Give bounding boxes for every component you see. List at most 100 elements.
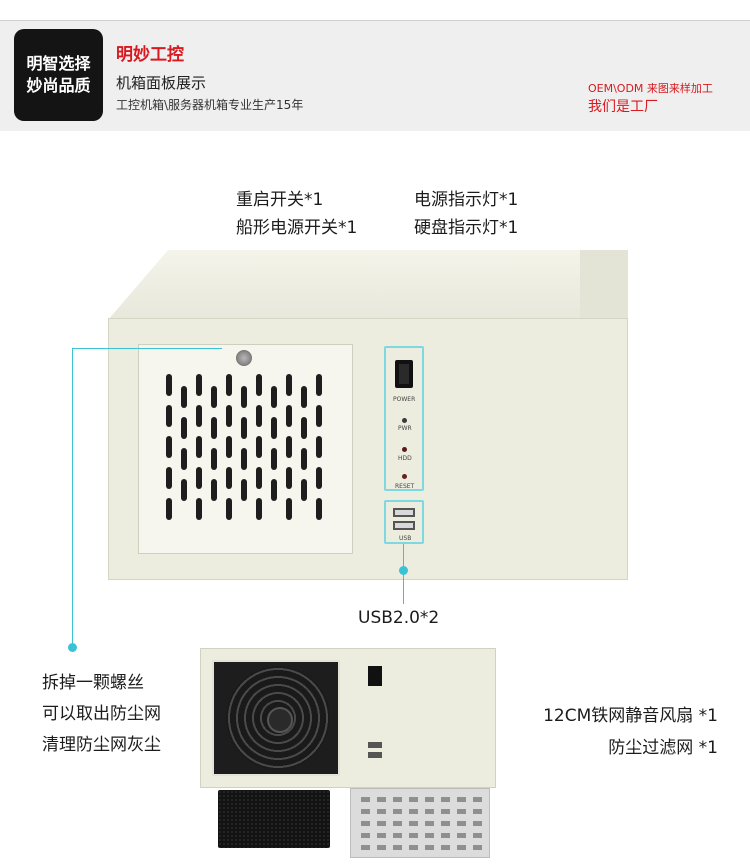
vent-slot (271, 386, 277, 408)
vent-slot (256, 498, 262, 520)
header-band (0, 21, 750, 131)
oem-text: OEM\ODM 来图来样加工 (588, 82, 713, 95)
vent-slot (301, 479, 307, 501)
leader-line-door-v (72, 348, 73, 648)
leader-line-door-h (72, 348, 222, 349)
filter-hole (361, 833, 370, 838)
filter-hole (393, 833, 402, 838)
vent-slot (271, 417, 277, 439)
metal-filter-plate (350, 788, 490, 858)
usb-label: USB (399, 535, 412, 542)
filter-hole (409, 821, 418, 826)
filter-hole (393, 809, 402, 814)
filter-hole (457, 821, 466, 826)
vent-slot (196, 498, 202, 520)
hdd-label: HDD (398, 455, 412, 462)
vent-slot (256, 467, 262, 489)
vent-slot (271, 448, 277, 470)
vent-slot (166, 374, 172, 396)
door-lock-icon (236, 350, 252, 366)
callout-rocker-switch: 船形电源开关*1 (236, 218, 358, 238)
control-panel-frame (384, 346, 424, 491)
filter-hole (441, 797, 450, 802)
callout-usb: USB2.0*2 (358, 608, 440, 628)
pwr-label: PWR (398, 425, 412, 432)
indicator-callout: 电源指示灯*1 硬盘指示灯*1 (414, 186, 518, 242)
vent-slot (301, 448, 307, 470)
vent-slot (211, 386, 217, 408)
filter-hole (409, 797, 418, 802)
filter-hole (393, 797, 402, 802)
filter-hole (377, 821, 386, 826)
step-clean-filter: 清理防尘网灰尘 (42, 735, 161, 755)
leader-dot-door (68, 643, 77, 652)
vent-slot (166, 436, 172, 458)
vent-slot (286, 467, 292, 489)
vent-slot (196, 436, 202, 458)
filter-hole (361, 809, 370, 814)
brand-name: 明妙工控 (116, 45, 184, 65)
rocker-switch-icon (395, 360, 413, 388)
hdd-led-icon (402, 447, 407, 452)
filter-hole (425, 821, 434, 826)
callout-power-led: 电源指示灯*1 (414, 190, 519, 210)
vent-slot (226, 467, 232, 489)
vent-slot (196, 467, 202, 489)
callout-hdd-led: 硬盘指示灯*1 (414, 218, 519, 238)
pwr-led-icon (402, 418, 407, 423)
vent-slot (166, 467, 172, 489)
vent-slot (211, 417, 217, 439)
vent-slot (181, 386, 187, 408)
vent-slot (316, 467, 322, 489)
vent-slot (301, 417, 307, 439)
filter-hole (441, 833, 450, 838)
vent-slot (256, 374, 262, 396)
vent-slot (196, 374, 202, 396)
callout-filter: 防尘过滤网 *1 (608, 738, 718, 758)
step-take-out-filter: 可以取出防尘网 (42, 704, 161, 724)
small-rocker-icon (368, 666, 382, 686)
vent-slot (226, 436, 232, 458)
filter-hole (361, 797, 370, 802)
vent-slot (196, 405, 202, 427)
filter-hole (377, 809, 386, 814)
vent-slot (226, 374, 232, 396)
filter-hole (377, 797, 386, 802)
vent-slot (256, 405, 262, 427)
switch-callout: 重启开关*1 船形电源开关*1 (236, 186, 357, 242)
filter-hole (377, 833, 386, 838)
filter-hole (441, 809, 450, 814)
filter-hole (361, 821, 370, 826)
dust-filter-callout: 拆掉一颗螺丝 可以取出防尘网 清理防尘网灰尘 (42, 668, 161, 761)
filter-hole (473, 809, 482, 814)
power-label: POWER (393, 396, 416, 403)
vent-slot (181, 479, 187, 501)
filter-hole (409, 845, 418, 850)
callout-reset-switch: 重启开关*1 (236, 190, 324, 210)
fan-hub (267, 707, 293, 733)
filter-hole (361, 845, 370, 850)
vent-slot (286, 405, 292, 427)
usb-panel-frame (384, 500, 424, 544)
filter-hole (409, 809, 418, 814)
vent-slot (316, 374, 322, 396)
vent-slot (166, 498, 172, 520)
vent-slot (226, 498, 232, 520)
filter-hole (441, 845, 450, 850)
usb-port-icon-2 (393, 521, 415, 530)
fan-callout: 12CM铁网静音风扇 *1 防尘过滤网 *1 (502, 700, 718, 764)
filter-hole (473, 821, 482, 826)
filter-hole (457, 797, 466, 802)
vent-slot (181, 448, 187, 470)
filter-hole (457, 833, 466, 838)
filter-hole (377, 845, 386, 850)
filter-hole (425, 809, 434, 814)
vent-slots (166, 374, 322, 520)
vent-slot (241, 417, 247, 439)
vent-slot (241, 479, 247, 501)
filter-hole (457, 845, 466, 850)
vent-slot (256, 436, 262, 458)
vent-slot (316, 498, 322, 520)
filter-hole (425, 797, 434, 802)
filter-hole (409, 833, 418, 838)
